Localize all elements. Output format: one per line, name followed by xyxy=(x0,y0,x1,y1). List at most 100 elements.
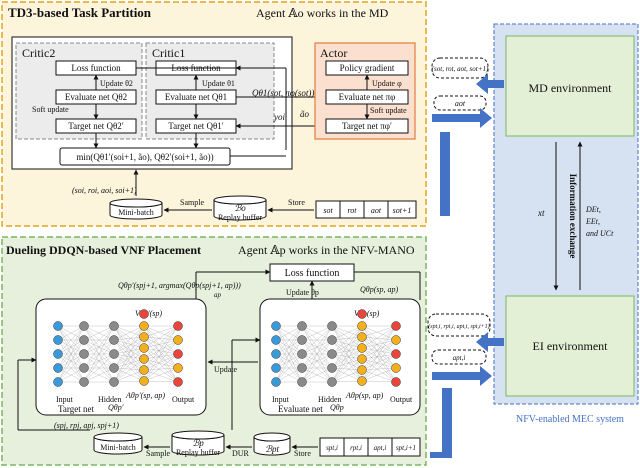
ddqn-q-left-sub: ap xyxy=(214,291,222,299)
nn-edge xyxy=(83,325,115,383)
nn-edge xyxy=(331,347,363,383)
nn-edge xyxy=(113,325,145,383)
ei-tuple: (spt,i, rpt,i, apt,i, spt,i+1) xyxy=(428,323,489,330)
md-environment: MD environment xyxy=(529,81,613,95)
nn-edge xyxy=(143,325,179,355)
nn-node xyxy=(297,321,307,331)
nn-edge xyxy=(143,358,179,369)
nn-edge xyxy=(143,336,179,341)
nn-edge xyxy=(331,325,363,355)
critic1-target: Target net Qθ1′ xyxy=(168,121,223,131)
nn-edge xyxy=(143,367,179,382)
nn-node xyxy=(357,321,367,331)
nn-edge xyxy=(113,358,145,369)
nn-edge xyxy=(361,358,397,369)
svg-text:sot: sot xyxy=(323,206,333,215)
nn-node xyxy=(357,332,367,342)
nn-edge xyxy=(361,325,397,371)
nn-edge xyxy=(275,325,303,355)
nn-edge xyxy=(113,347,145,369)
nn-node xyxy=(297,349,307,359)
nn-edge xyxy=(331,347,363,355)
metric-ee: EEt, xyxy=(585,217,600,226)
nn-edge xyxy=(113,339,145,360)
nn-edge xyxy=(113,336,145,355)
nn-edge xyxy=(113,353,145,371)
ddqn-panel: Dueling DDQN-based VNF Placement Agent 𝔸… xyxy=(1,236,427,466)
nn-edge xyxy=(361,339,397,371)
nn-node xyxy=(79,363,89,373)
nn-node xyxy=(79,377,89,387)
nn-edge xyxy=(301,325,333,355)
nn-edge xyxy=(331,336,363,355)
nn-edge xyxy=(301,339,333,383)
nn-edge xyxy=(275,339,303,383)
nn-edge xyxy=(143,339,179,382)
nn-edge xyxy=(361,325,397,341)
td3-replay-buffer: ℬo Replay buffer xyxy=(213,195,267,222)
nn-node xyxy=(139,376,149,386)
nn-edge xyxy=(83,367,115,383)
nn-edge xyxy=(275,353,303,383)
nn-edge xyxy=(143,336,179,369)
nn-node xyxy=(271,363,281,373)
q-input-label: Qθ1(sot, πφ(sot)) xyxy=(252,88,314,98)
nn-edge xyxy=(143,325,179,371)
svg-text:ℬo: ℬo xyxy=(234,203,246,213)
ddqn-sample: Sample xyxy=(146,449,170,458)
nn-edge xyxy=(331,358,363,369)
nn-node xyxy=(327,335,337,345)
nn-edge xyxy=(83,325,115,355)
nn-edge xyxy=(331,325,363,382)
critic1-evaluate: Evaluate net Qθ1 xyxy=(165,92,227,102)
nn-node xyxy=(53,377,63,387)
svg-text:Aθp′(sp, ap): Aθp′(sp, ap) xyxy=(125,391,165,400)
nn-node xyxy=(139,343,149,353)
critic1-update: Update θ1 xyxy=(202,79,235,88)
svg-text:Mini-batch: Mini-batch xyxy=(100,443,136,452)
svg-text:Hidden: Hidden xyxy=(98,395,122,404)
svg-text:Output: Output xyxy=(172,395,195,404)
nn-edge xyxy=(113,339,145,382)
nn-edge xyxy=(143,325,179,383)
td3-minibatch-tuple: (soi, roi, aoi, soi+1) xyxy=(72,186,137,195)
nn-edge xyxy=(83,353,115,383)
nn-node xyxy=(173,335,183,345)
td3-panel: TD3-based Task Partition Agent 𝔸o works … xyxy=(1,1,427,227)
td3-tuple: sot rot aot sot+1 xyxy=(315,200,417,219)
nn-edge xyxy=(83,325,115,341)
nn-node xyxy=(391,335,401,345)
nn-node xyxy=(391,349,401,359)
ddqn-store: Store xyxy=(294,449,311,458)
svg-text:Input: Input xyxy=(272,395,290,404)
critic2-loss: Loss function xyxy=(71,63,121,73)
svg-text:Vθp(sp): Vθp(sp) xyxy=(354,309,380,318)
nn-node xyxy=(327,363,337,373)
critic2-soft-update: Soft update xyxy=(32,105,69,114)
nn-node xyxy=(53,363,63,373)
svg-text:Output: Output xyxy=(390,395,413,404)
nn-edge xyxy=(143,347,179,369)
nn-edge xyxy=(301,325,333,369)
nn-node xyxy=(139,365,149,375)
nn-edge xyxy=(361,339,397,349)
svg-text:sot+1: sot+1 xyxy=(393,206,412,215)
nn-edge xyxy=(143,325,179,369)
nn-edge xyxy=(143,325,179,360)
ddqn-q-left: Qθp′(spj+1, argmax(Qθp(spj+1, ap))) xyxy=(118,281,241,290)
nn-node xyxy=(327,349,337,359)
nn-node xyxy=(297,335,307,345)
nn-edge xyxy=(143,353,179,360)
nn-node xyxy=(53,321,63,331)
min-formula: min(Qθ1′(soi+1, ão), Qθ2′(soi+1, ão)) xyxy=(76,152,213,162)
svg-text:spt,i: spt,i xyxy=(326,444,338,452)
critic2-update: Update θ2 xyxy=(100,79,133,88)
nn-node xyxy=(271,335,281,345)
nn-node xyxy=(297,377,307,387)
actor-update: Update φ xyxy=(372,79,402,88)
nn-edge xyxy=(143,339,179,349)
nn-edge xyxy=(275,325,303,383)
nn-edge xyxy=(331,325,363,383)
nn-edge xyxy=(113,336,145,383)
